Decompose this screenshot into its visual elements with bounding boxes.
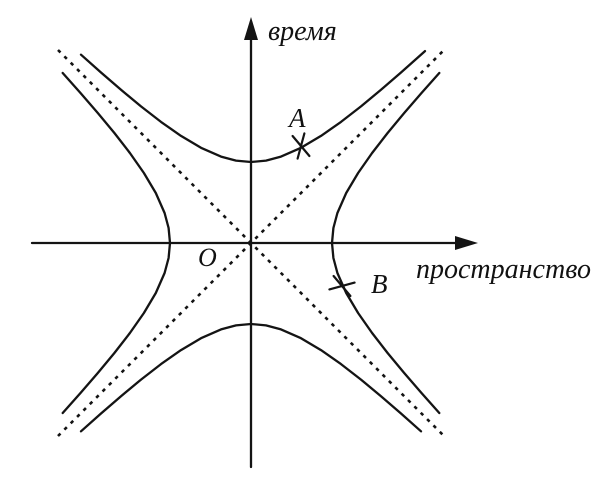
point-a-marker: [291, 132, 311, 160]
time-axis-label: время: [268, 16, 337, 47]
point-b-marker: [328, 274, 356, 298]
hyperbola-left-branch: [61, 71, 172, 415]
hyperbola-upper-branch: [79, 49, 427, 164]
hyperbola-lower-branch: [79, 322, 423, 433]
space-axis-label: пространство: [416, 254, 591, 285]
origin-label: O: [198, 243, 217, 272]
space-axis-arrowhead-icon: [455, 236, 478, 250]
point-b-label: B: [371, 269, 388, 299]
point-a-label: A: [287, 103, 306, 133]
time-axis-arrowhead-icon: [244, 17, 258, 40]
hyperbola-right-branch: [330, 71, 441, 415]
